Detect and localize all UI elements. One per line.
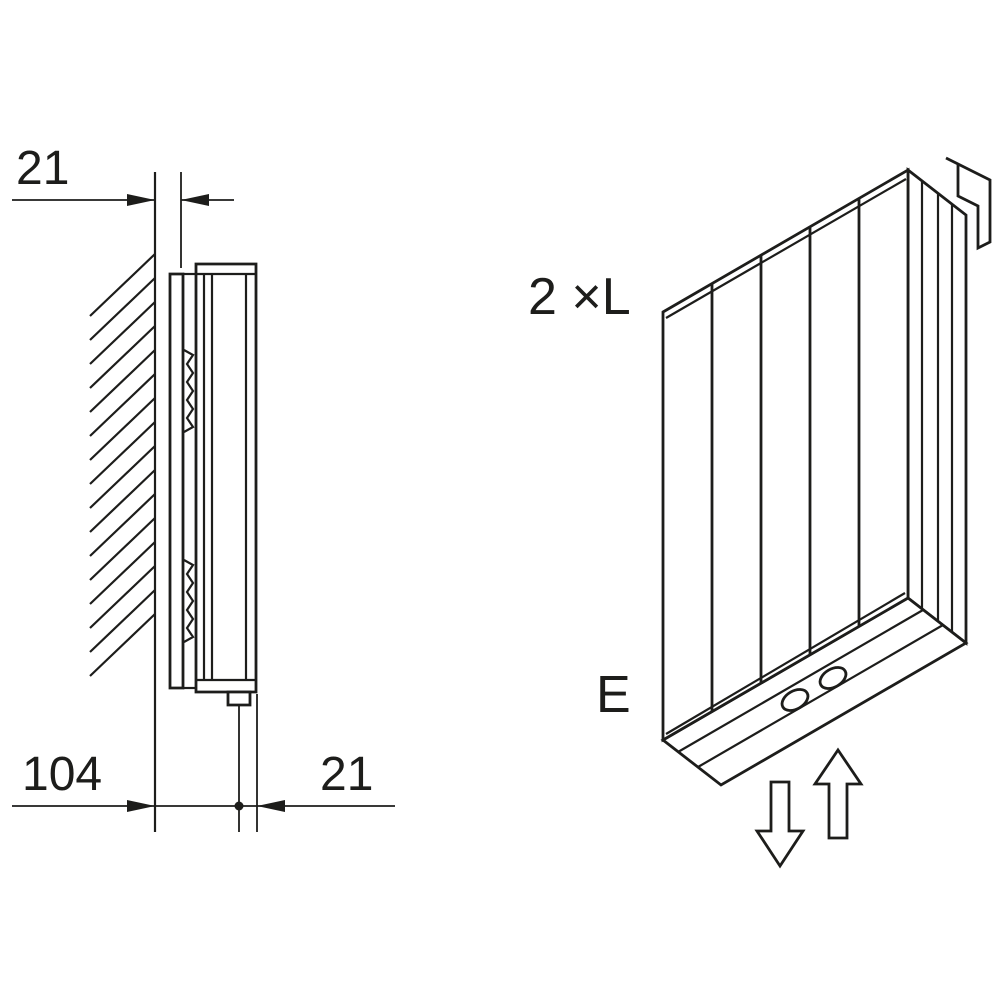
wall-hatch-icon — [89, 253, 156, 677]
arrowhead-left-icon — [257, 800, 285, 812]
dimension-value-top: 21 — [16, 142, 69, 195]
dimension-top-offset: 21 — [12, 142, 234, 268]
label-length: 2 ×L — [528, 268, 631, 326]
radiator-isometric — [660, 156, 992, 787]
mounting-clip-bottom — [183, 559, 195, 643]
mounting-rail — [168, 272, 185, 690]
dimension-value-bottom: 21 — [320, 748, 373, 801]
base-groove-line-1 — [677, 609, 924, 753]
flow-down-arrow-icon — [754, 780, 806, 869]
top-lip-line — [665, 178, 907, 319]
bottom-lip-line — [665, 592, 906, 735]
flow-arrows — [754, 747, 864, 869]
label-entry: E — [596, 666, 631, 724]
dimension-bottom-group: 104 21 — [12, 694, 395, 832]
dimension-value-depth: 104 — [22, 748, 102, 801]
connection-port-left — [780, 688, 810, 712]
arrowhead-right-icon — [127, 194, 155, 206]
front-face — [661, 167, 910, 743]
connection-port-right — [818, 666, 848, 690]
dimension-origin-dot-icon — [234, 801, 244, 811]
radiator-side-profile — [168, 262, 258, 707]
drain-plug — [226, 690, 252, 707]
flow-up-arrow-icon — [812, 747, 864, 840]
arrowhead-right-icon — [127, 800, 155, 812]
base-groove-line-2 — [697, 624, 944, 768]
mounting-clip-top — [183, 349, 195, 433]
arrowhead-left-icon — [181, 194, 209, 206]
wall-hook-bracket — [945, 156, 992, 251]
